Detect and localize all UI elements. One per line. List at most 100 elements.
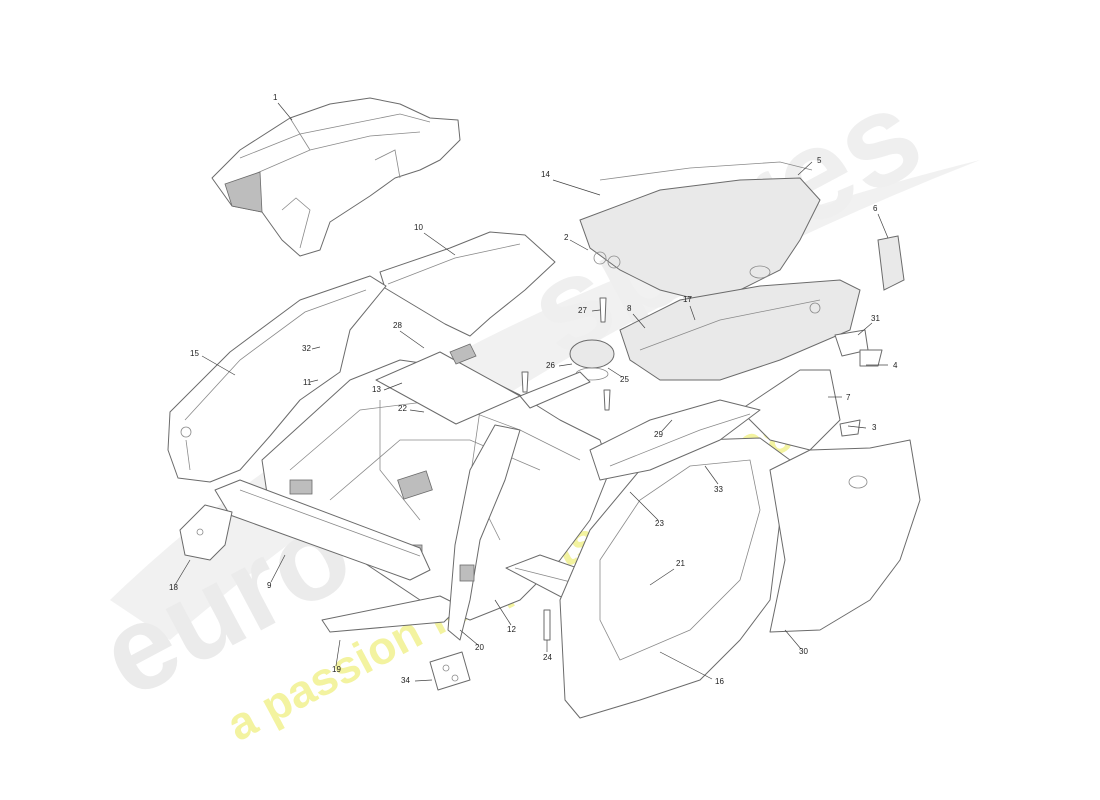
callout-4: 4 xyxy=(866,361,898,370)
leader-line xyxy=(414,679,433,682)
body-side-panel xyxy=(167,275,387,483)
callout-29: 29 xyxy=(654,419,673,439)
leader-line xyxy=(857,322,873,336)
callout-18: 18 xyxy=(169,559,191,592)
callout-number: 23 xyxy=(655,519,664,528)
callout-17: 17 xyxy=(683,295,696,321)
callout-5: 5 xyxy=(797,156,822,176)
callout-number: 3 xyxy=(872,423,877,432)
callout-22: 22 xyxy=(398,404,425,413)
callout-24: 24 xyxy=(543,640,552,662)
callout-number: 32 xyxy=(302,344,311,353)
reinforcement-plate xyxy=(429,651,471,691)
callout-number: 8 xyxy=(627,304,632,313)
leader-line xyxy=(569,239,589,251)
callout-number: 13 xyxy=(372,385,381,394)
callout-28: 28 xyxy=(393,321,425,349)
callout-number: 10 xyxy=(414,223,423,232)
callout-number: 31 xyxy=(871,314,880,323)
callout-27: 27 xyxy=(578,306,601,315)
callout-12: 12 xyxy=(494,599,516,634)
leader-line xyxy=(459,629,479,646)
callout-labels: 1234567891011121314151617181920212223242… xyxy=(169,93,898,686)
callout-11: 11 xyxy=(303,378,319,387)
leader-line xyxy=(847,425,867,429)
callout-number: 12 xyxy=(507,625,516,634)
callout-number: 4 xyxy=(893,361,898,370)
callout-15: 15 xyxy=(190,349,236,376)
callout-6: 6 xyxy=(873,204,889,239)
callout-number: 21 xyxy=(676,559,685,568)
callout-number: 34 xyxy=(401,676,410,685)
callout-number: 18 xyxy=(169,583,178,592)
leader-line xyxy=(629,491,659,521)
callout-number: 2 xyxy=(564,233,569,242)
callout-31: 31 xyxy=(857,314,880,336)
callout-30: 30 xyxy=(784,629,808,656)
callout-19: 19 xyxy=(332,639,341,674)
callout-number: 9 xyxy=(267,581,272,590)
rear-inner-panel xyxy=(739,369,841,451)
leader-line xyxy=(661,419,673,432)
leader-line xyxy=(632,313,646,329)
front-bracket xyxy=(179,504,233,561)
leader-line xyxy=(558,363,573,367)
callout-1: 1 xyxy=(273,93,293,121)
callout-33: 33 xyxy=(704,465,723,494)
leader-line xyxy=(277,102,293,121)
callout-number: 28 xyxy=(393,321,402,330)
leader-line xyxy=(409,409,425,413)
leader-line xyxy=(423,232,456,256)
leader-line xyxy=(309,379,319,383)
rear-brackets xyxy=(834,235,905,437)
rear-floor-section xyxy=(619,279,861,381)
leader-line xyxy=(607,367,623,378)
cross-beams xyxy=(375,343,591,425)
callout-8: 8 xyxy=(627,304,646,329)
leader-line xyxy=(335,639,341,667)
callout-number: 15 xyxy=(190,349,199,358)
callout-number: 5 xyxy=(817,156,822,165)
leader-line xyxy=(270,554,286,583)
callout-14: 14 xyxy=(541,170,601,196)
callout-number: 20 xyxy=(475,643,484,652)
callout-16: 16 xyxy=(659,651,724,686)
callout-number: 30 xyxy=(799,647,808,656)
callout-21: 21 xyxy=(649,559,685,586)
callout-2: 2 xyxy=(564,233,589,251)
callout-9: 9 xyxy=(267,554,286,590)
callout-32: 32 xyxy=(302,344,321,353)
callout-number: 26 xyxy=(546,361,555,370)
callout-number: 17 xyxy=(683,295,692,304)
callout-number: 16 xyxy=(715,677,724,686)
callout-34: 34 xyxy=(401,676,433,685)
rear-quarter-panel xyxy=(769,439,921,633)
leader-line xyxy=(201,355,236,376)
leader-line xyxy=(784,629,802,650)
callout-26: 26 xyxy=(546,361,573,370)
watermark-swoosh xyxy=(110,160,980,640)
leader-line xyxy=(797,161,813,176)
leader-line xyxy=(494,599,512,626)
callout-number: 6 xyxy=(873,204,878,213)
callout-number: 11 xyxy=(303,378,312,387)
callout-number: 33 xyxy=(714,485,723,494)
callout-number: 29 xyxy=(654,430,663,439)
a-pillar xyxy=(447,424,521,641)
leader-line xyxy=(174,559,191,586)
leader-line xyxy=(689,305,696,321)
callout-number: 24 xyxy=(543,653,552,662)
callout-number: 27 xyxy=(578,306,587,315)
complete-body-shell xyxy=(211,97,461,257)
leader-line xyxy=(552,179,601,196)
callout-10: 10 xyxy=(414,223,456,256)
callout-7: 7 xyxy=(828,393,851,402)
callout-13: 13 xyxy=(372,382,403,394)
leader-line xyxy=(704,465,719,485)
callout-23: 23 xyxy=(629,491,664,528)
leader-line xyxy=(311,346,321,350)
callout-number: 7 xyxy=(846,393,851,402)
bolt-fasteners xyxy=(521,297,611,641)
roof-panel xyxy=(379,231,556,337)
